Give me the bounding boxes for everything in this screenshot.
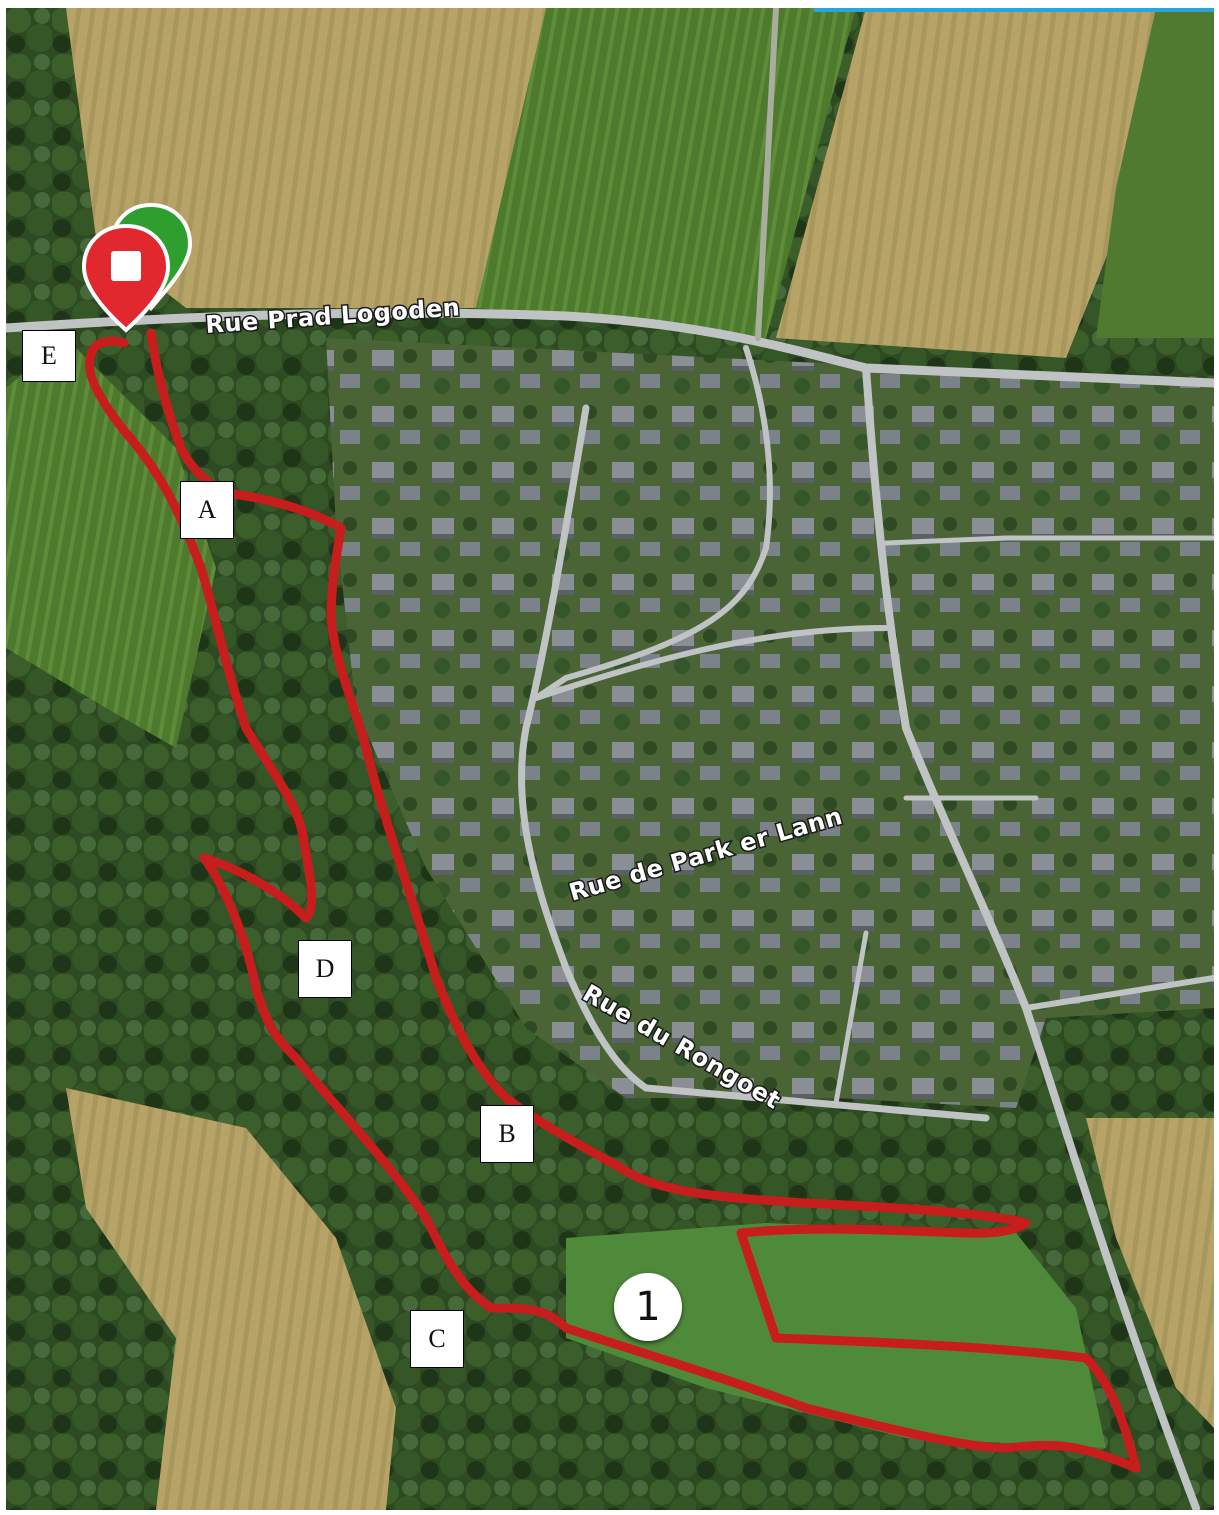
route-track [85, 328, 1141, 1473]
finish-marker[interactable] [81, 223, 171, 333]
field-left [6, 338, 216, 748]
map-canvas: Rue Prad Logoden Rue de Park er Lann Rue… [6, 8, 1214, 1510]
road-network [6, 8, 1214, 1510]
field-bottom-left [66, 1088, 396, 1510]
point-label-b: B [480, 1105, 534, 1163]
point-label-d: D [298, 940, 352, 998]
stop-icon [111, 251, 141, 281]
field-bottom-right [1086, 1118, 1214, 1428]
point-label-c: C [410, 1310, 464, 1368]
satellite-map[interactable]: Rue Prad Logoden Rue de Park er Lann Rue… [6, 8, 1214, 1510]
map-top-accent-bar [814, 8, 1214, 12]
field-top-right [776, 8, 1156, 358]
meadow [566, 1223, 1106, 1448]
point-label-e: E [22, 330, 76, 382]
field-top-far-right [1096, 8, 1214, 338]
lap-marker[interactable]: 1 [614, 1273, 682, 1341]
point-label-a: A [180, 481, 234, 539]
